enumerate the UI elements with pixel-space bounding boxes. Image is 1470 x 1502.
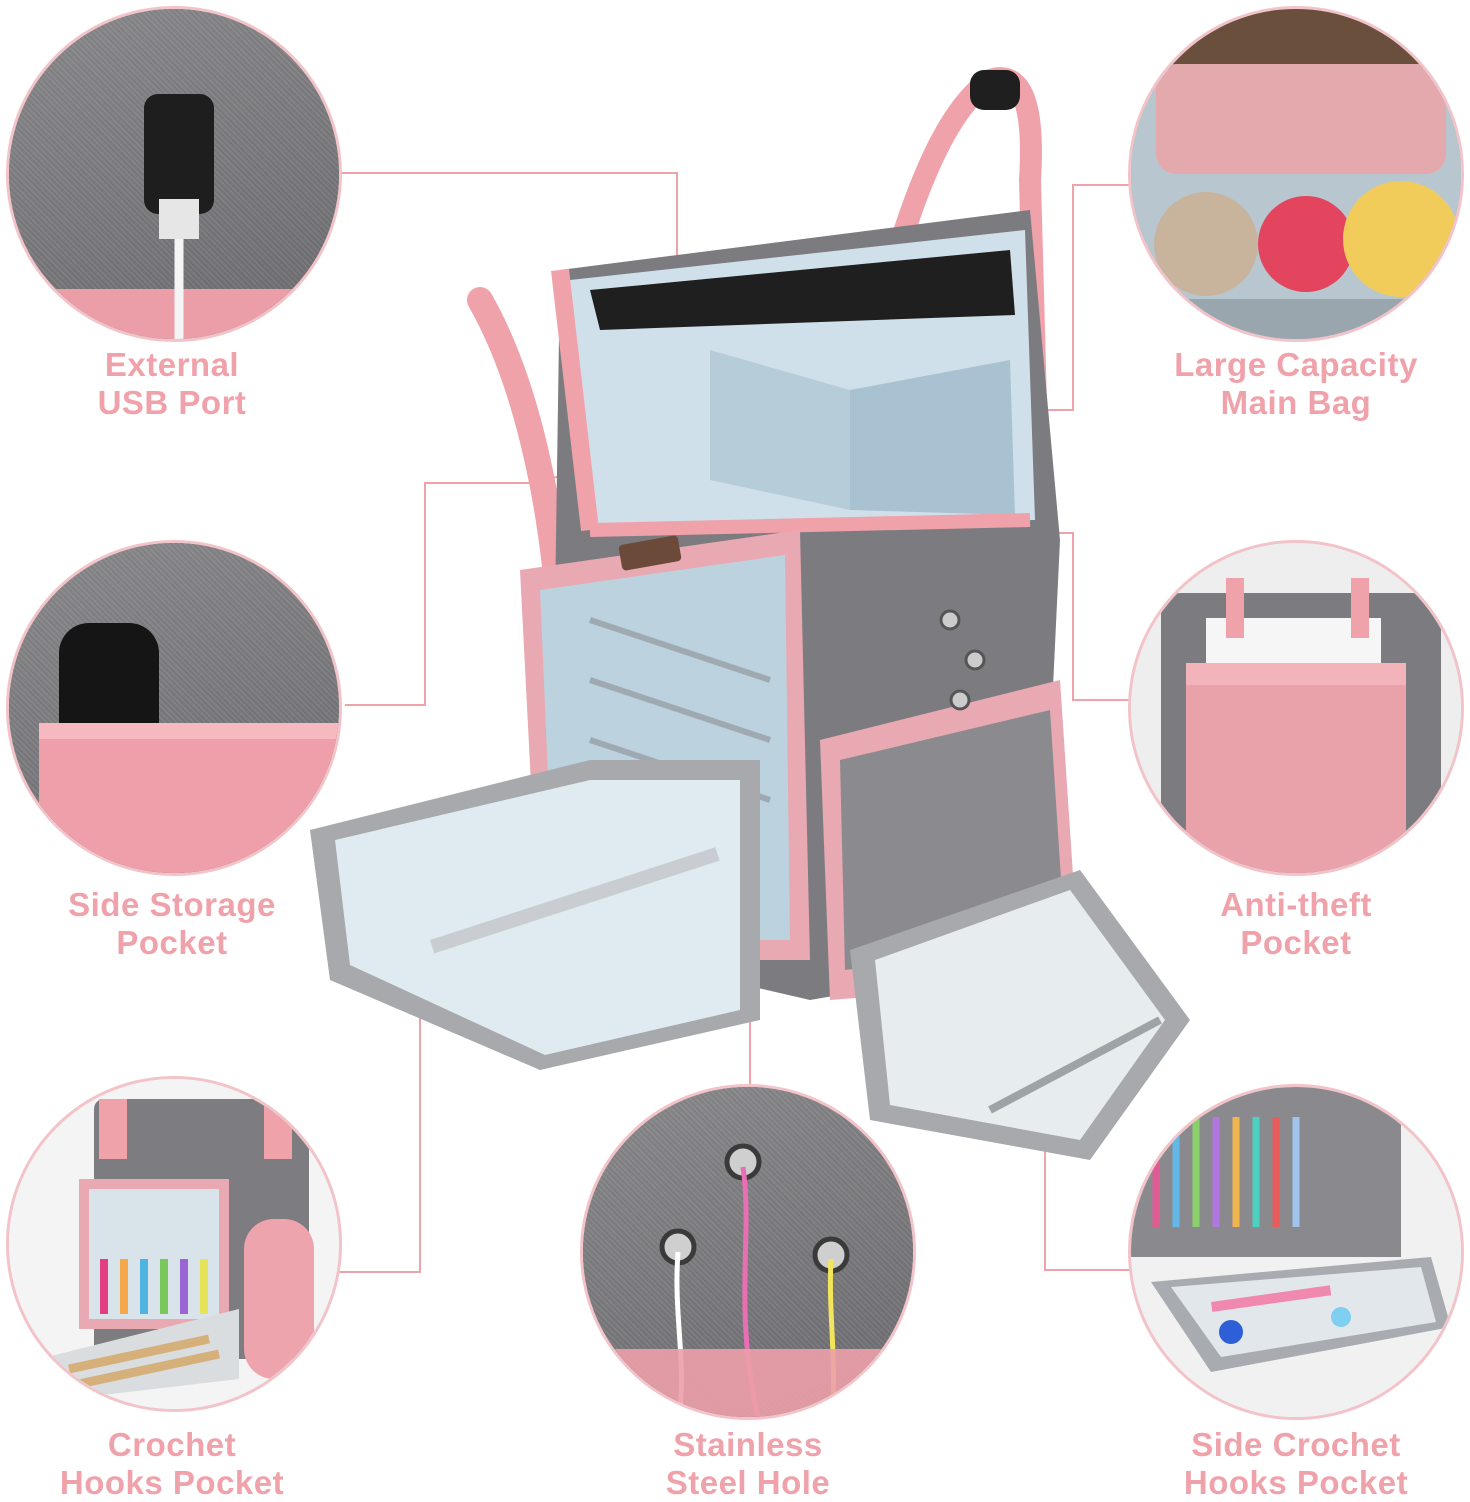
callout-line-hooks — [330, 955, 421, 1273]
usb-port-icon — [9, 94, 339, 339]
yarn-compartment-icon — [1131, 9, 1461, 339]
anti-theft-photo — [1128, 540, 1464, 876]
crochet-hooks-icon — [9, 1079, 339, 1409]
side-storage-photo — [6, 540, 342, 876]
callout-line-side — [345, 482, 557, 706]
back-pocket-icon — [1131, 543, 1461, 873]
crochet-hooks-photo — [6, 1076, 342, 1412]
side-hooks-photo — [1128, 1084, 1464, 1420]
backpack-illustration — [310, 67, 1190, 1160]
grommet-icon — [583, 1143, 913, 1417]
steel-hole-photo — [580, 1084, 916, 1420]
side-hooks-icon — [1131, 1087, 1461, 1417]
large-capacity-photo — [1128, 6, 1464, 342]
bottle-pocket-icon — [39, 623, 339, 873]
usb-port-photo — [6, 6, 342, 342]
backpack-hero-image — [290, 60, 1190, 1210]
